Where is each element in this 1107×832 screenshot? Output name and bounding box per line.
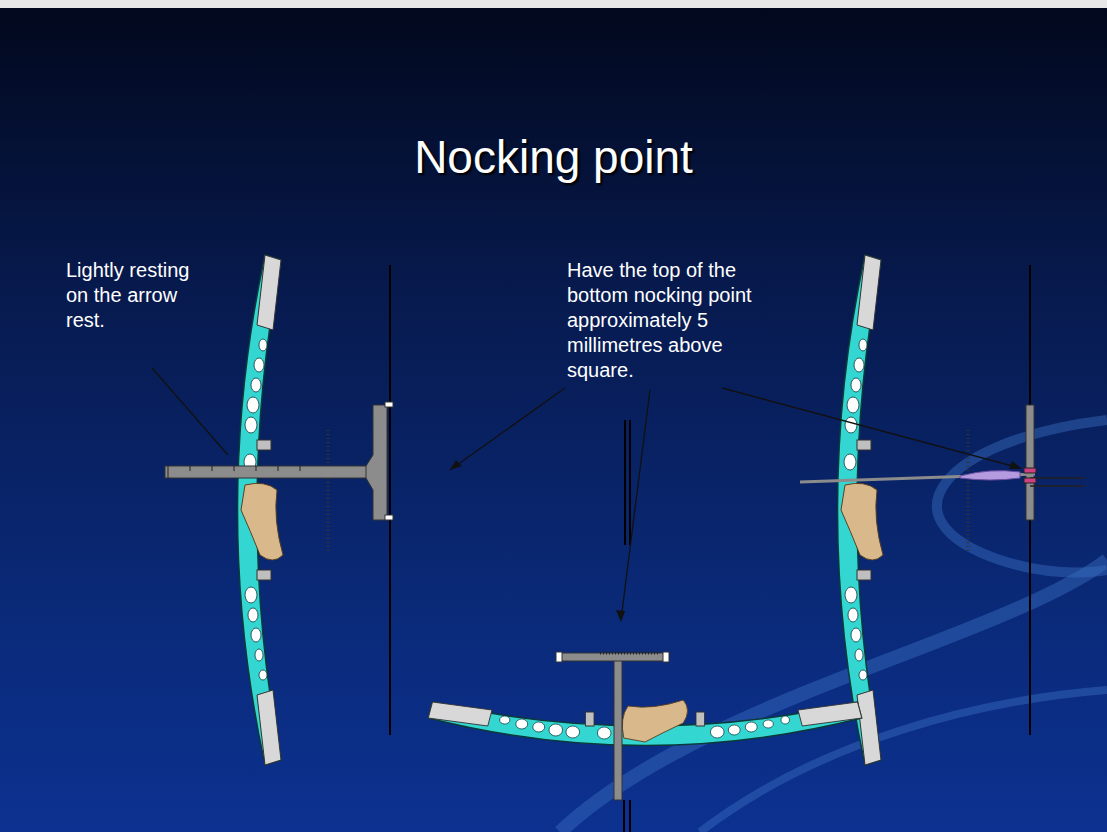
bowstring-end (624, 420, 630, 832)
decor-swoosh (560, 420, 1107, 832)
top-strip (0, 0, 1107, 8)
bow-right (800, 255, 1085, 765)
bow-square-head (1026, 405, 1034, 520)
ruler-scale (327, 430, 330, 552)
bow-square-bar (165, 466, 383, 478)
bow-square-bar (614, 655, 622, 800)
slide-title: Nocking point (0, 130, 1107, 184)
bowstring (389, 265, 391, 735)
ruler-scale (967, 430, 970, 552)
nocking-point (1024, 468, 1036, 473)
leader-line (152, 368, 1020, 620)
bow-square-head (560, 653, 665, 661)
arrow-fletching (960, 471, 1020, 480)
nocking-point (1024, 478, 1036, 483)
callout-note: Have the top of the bottom nocking point… (567, 258, 782, 383)
bow-square-head (366, 405, 387, 520)
bow-left (165, 255, 393, 765)
leader-arrowhead (450, 460, 1022, 622)
bow-bottom (428, 652, 862, 800)
callout-note: Lightly resting on the arrow rest. (66, 258, 196, 333)
